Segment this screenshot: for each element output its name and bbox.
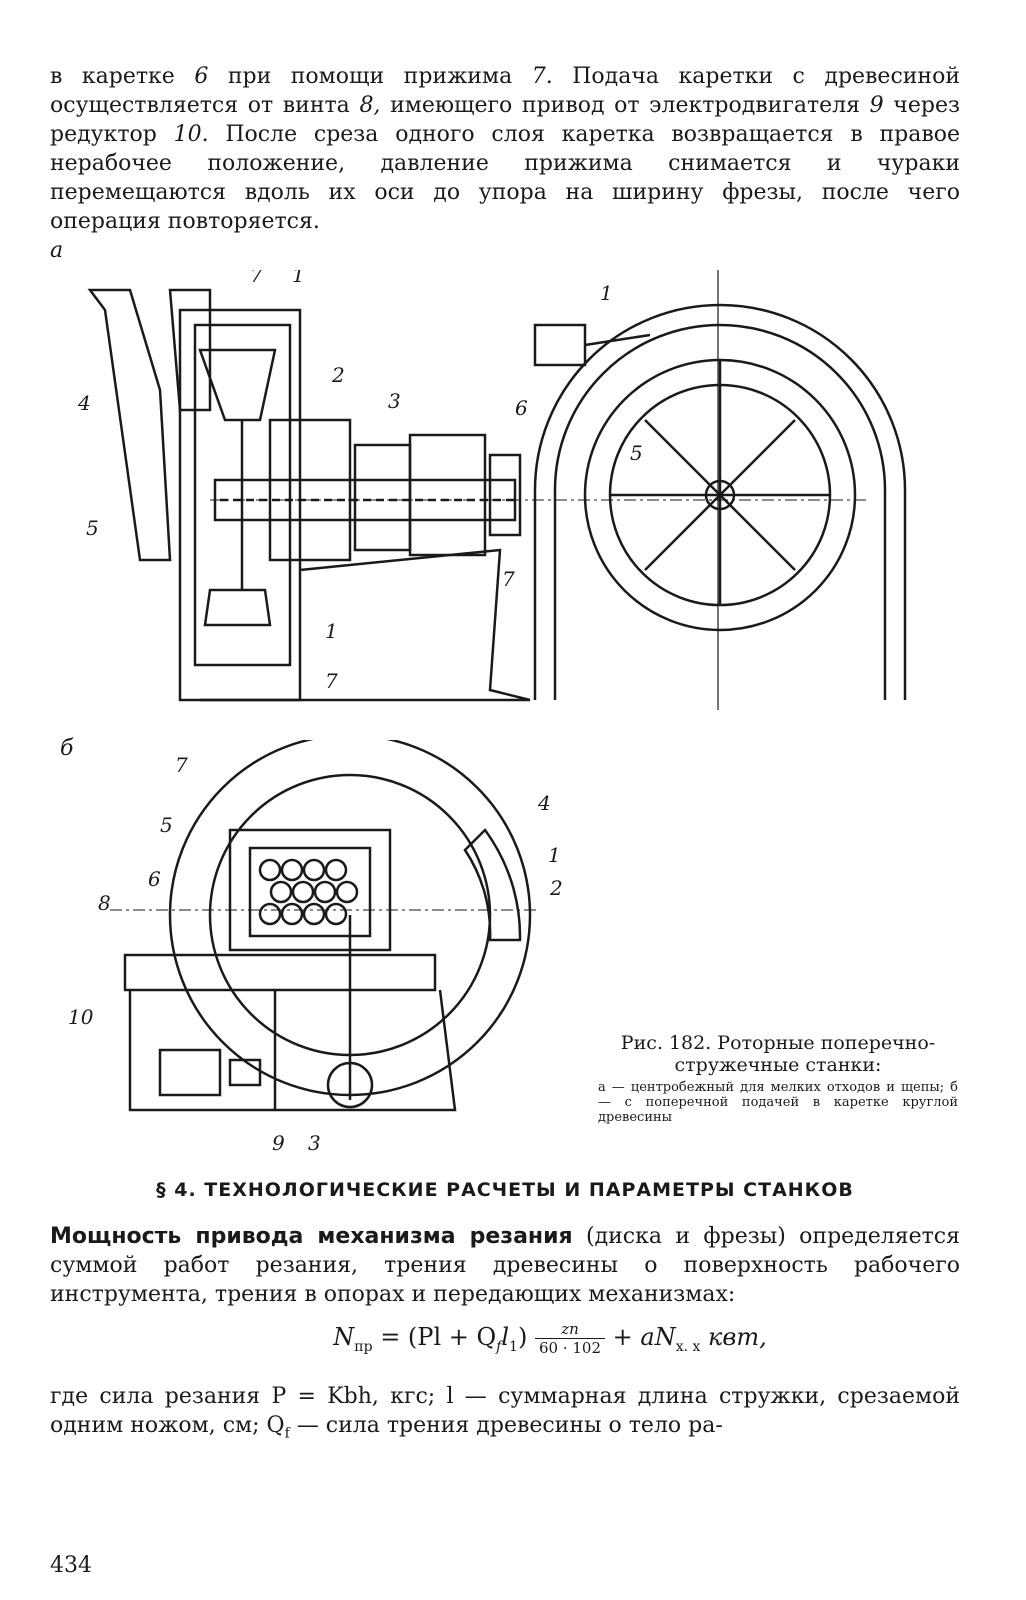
fig-b-label-9: 9 [272,1131,285,1155]
caption-text: а — центробежный для мелких отходов и ще… [598,1080,958,1125]
figure-b-letter: б [60,736,74,761]
body-bold-term: Мощность привода механизма резания [50,1224,573,1249]
fig-a-label-4: 4 [77,391,91,415]
intro-paragraph: в каретке 6 при помощи прижима 7. Подача… [50,64,961,234]
body-paragraph: Мощность привода механизма резания (диск… [50,1224,960,1307]
after-paragraph: где сила резания P = Kbh, кгс; l — сумма… [50,1384,960,1442]
figure-b-drawing: 7 5 6 8 10 9 3 4 1 2 [68,740,563,1155]
fig-a-label-7-bottom: 7 [325,669,338,693]
fig-a-label-5-right: 5 [630,441,643,465]
fig-a-label-7-top: 7 [250,270,263,287]
fig-b-label-8: 8 [98,891,111,915]
fig-b-label-7: 7 [175,753,188,777]
fig-b-label-3: 3 [308,1131,321,1155]
fig-b-label-1: 1 [548,843,561,867]
page-number: 434 [50,1553,92,1578]
fig-a-label-2: 2 [331,363,345,387]
figure-a-drawing: 7 1 4 2 3 6 5 1 7 1 5 7 [77,270,907,710]
caption-title: Рис. 182. Роторные поперечно-стружечные … [620,1032,936,1076]
figure-caption: Рис. 182. Роторные поперечно-стружечные … [598,1032,958,1125]
fig-a-label-5-left: 5 [86,516,99,540]
fig-b-label-10: 10 [68,1005,94,1029]
fig-a-label-6: 6 [515,396,528,420]
fig-a-label-7-right: 7 [502,567,515,591]
fig-a-label-1-right: 1 [600,281,613,305]
figure-a-letter: а [50,238,64,263]
fig-b-label-4: 4 [537,791,551,815]
section-title: § 4. ТЕХНОЛОГИЧЕСКИЕ РАСЧЕТЫ И ПАРАМЕТРЫ… [156,1179,854,1201]
fig-a-label-1-bottom: 1 [325,619,338,643]
fig-b-label-6: 6 [148,867,161,891]
fig-b-label-5: 5 [160,813,173,837]
fig-a-label-3: 3 [388,389,401,413]
fig-b-label-2: 2 [549,876,563,900]
fig-a-label-1-top: 1 [292,270,305,287]
